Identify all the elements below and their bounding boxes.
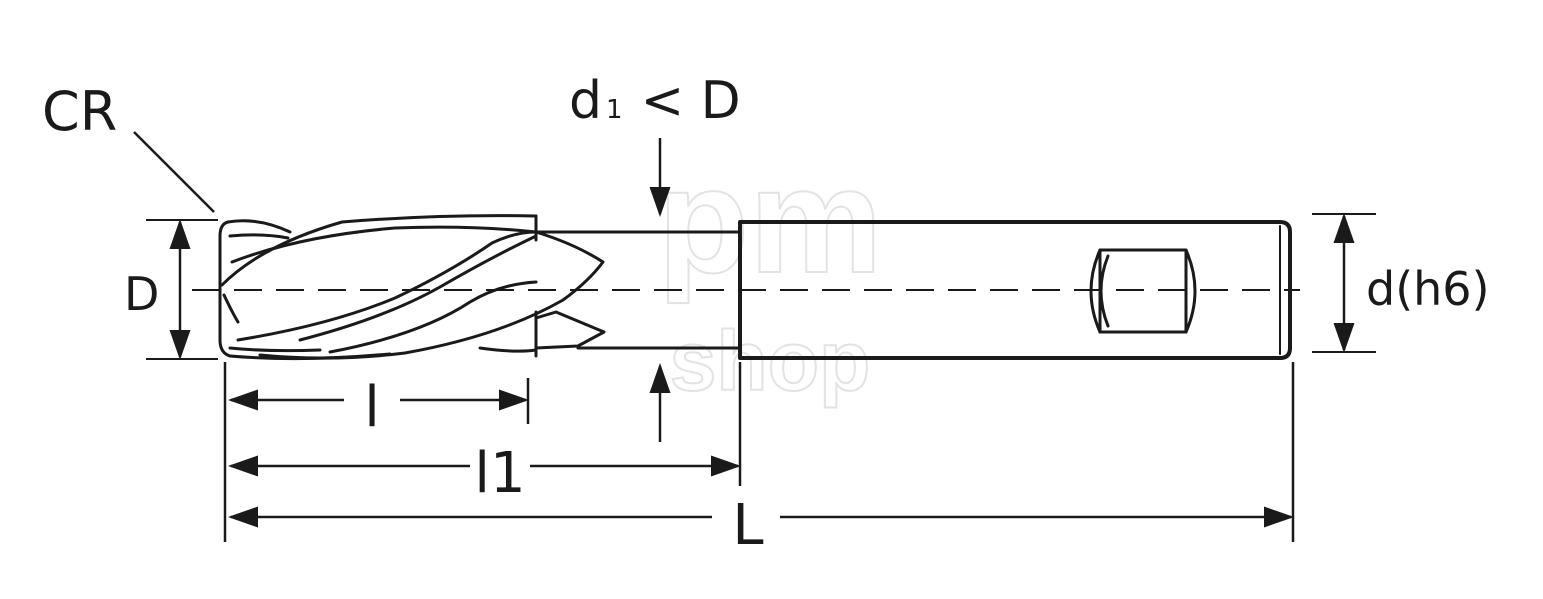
shank <box>738 220 1292 360</box>
neck <box>534 230 742 350</box>
watermark-shop: shop <box>670 314 871 408</box>
weldon-flat <box>1089 248 1197 334</box>
overall-length-label: L <box>732 493 763 558</box>
cutting-diameter-label: D <box>124 267 159 321</box>
cr-label: CR <box>42 80 117 143</box>
neck-diameter-subscript: 1 <box>606 95 623 125</box>
shank-diameter-label: d(h6) <box>1366 262 1490 316</box>
watermark: pm shop <box>657 135 884 409</box>
cutting-head <box>218 214 606 361</box>
neck-length-label: l1 <box>474 441 525 506</box>
cutting-length-label: l <box>364 375 380 440</box>
end-mill-tool <box>218 214 1292 361</box>
neck-relation-text: < D <box>641 71 741 131</box>
neck-diameter-symbol: d <box>569 71 602 131</box>
dimensions <box>133 131 1376 542</box>
cr-leader <box>133 131 215 213</box>
